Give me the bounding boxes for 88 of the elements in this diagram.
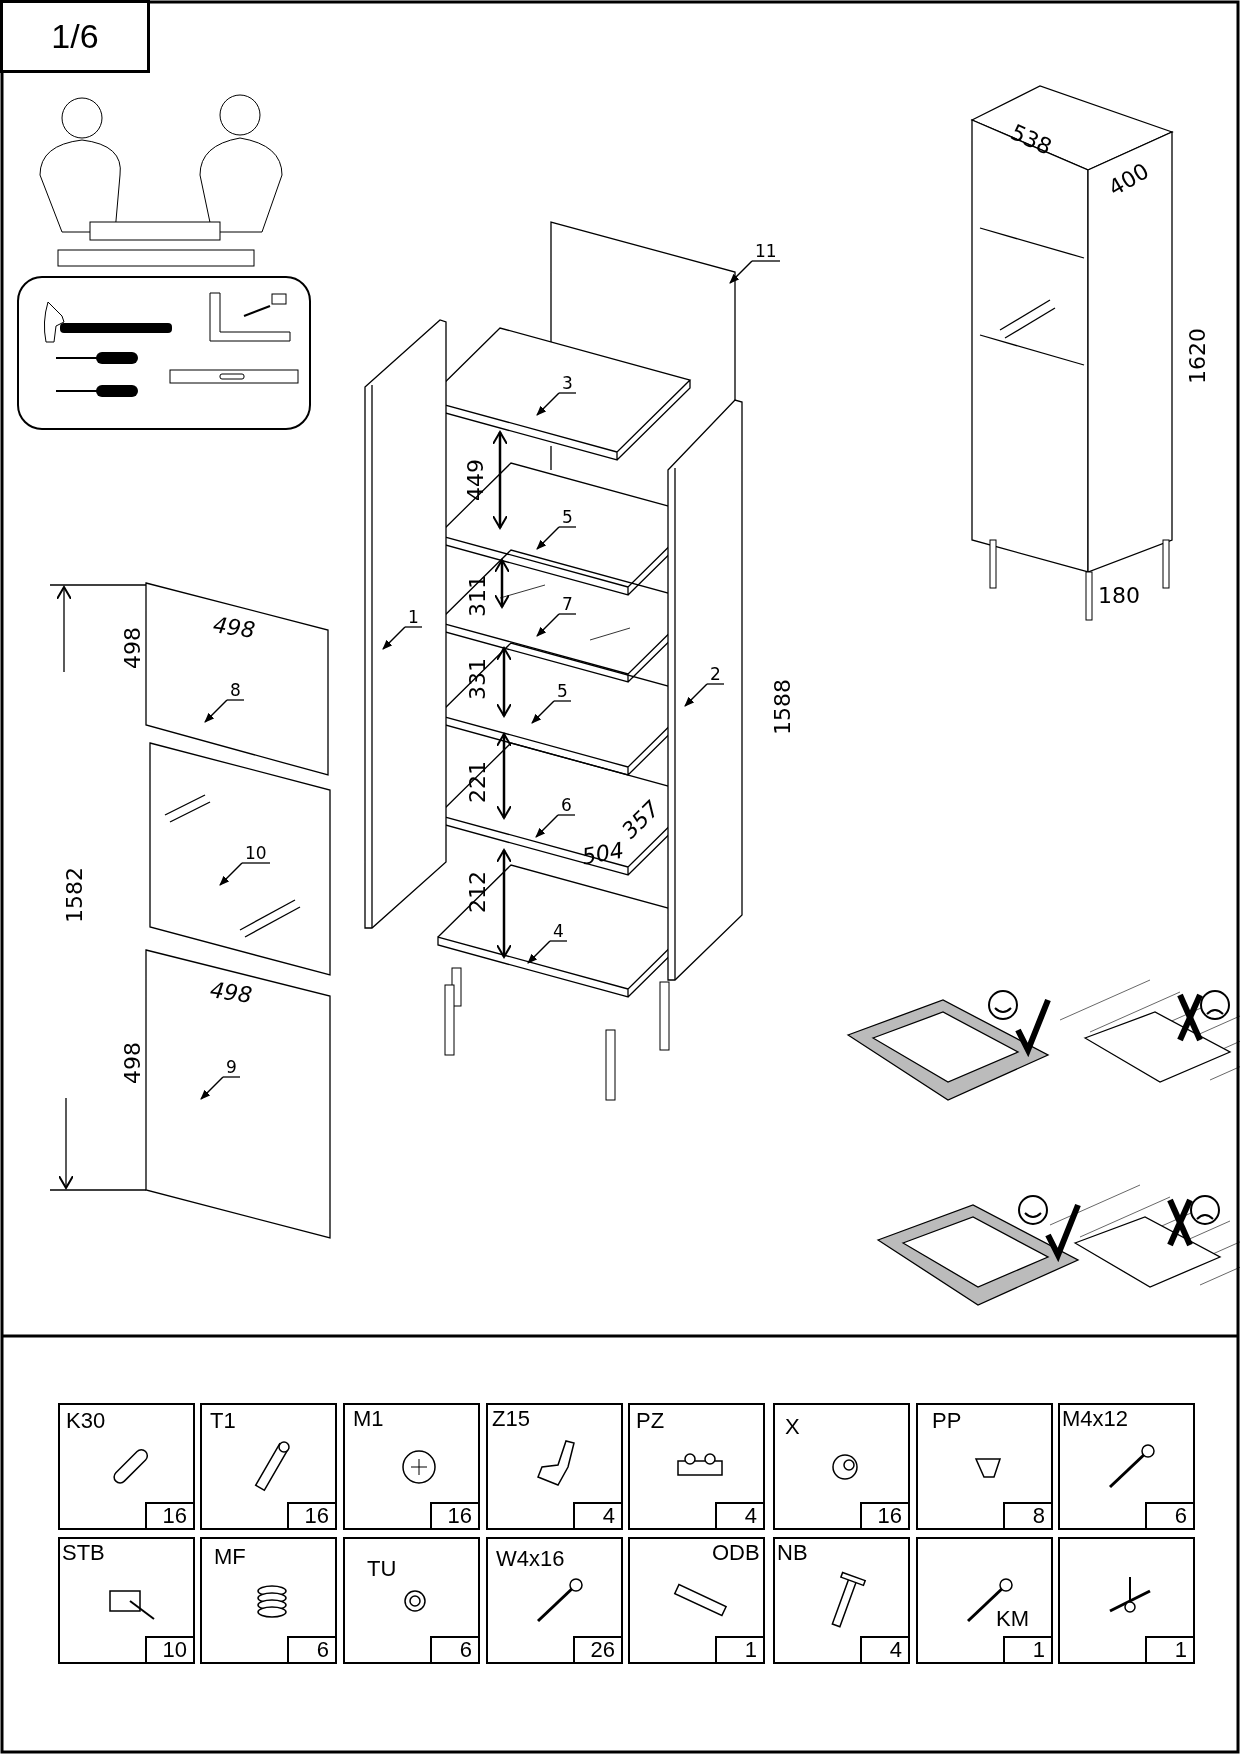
leader-line — [200, 1076, 224, 1100]
hardware-cell — [916, 1403, 1053, 1530]
leader-line — [531, 700, 555, 724]
hardware-cell — [773, 1403, 910, 1530]
hardware-cell — [200, 1537, 337, 1664]
part-quantity: 16 — [430, 1502, 478, 1528]
callout-number: 10 — [241, 843, 271, 864]
part-code: PP — [932, 1409, 962, 1433]
part-quantity: 10 — [145, 1636, 193, 1662]
part-quantity: 16 — [145, 1502, 193, 1528]
callout-number: 5 — [553, 681, 572, 702]
dimension-label: 449 — [464, 459, 488, 501]
callout-number: 5 — [558, 507, 577, 528]
part-code: MF — [214, 1545, 246, 1569]
leader-line — [535, 814, 559, 838]
leader-line — [684, 683, 708, 707]
leader-line — [219, 862, 243, 886]
callout-number: 11 — [751, 241, 781, 262]
dimension-label: 180 — [1098, 584, 1140, 608]
hardware-cell — [58, 1403, 195, 1530]
part-quantity: 16 — [287, 1502, 335, 1528]
part-quantity: 8 — [1003, 1502, 1051, 1528]
leader-line — [204, 699, 228, 723]
dimension-label: 400 — [1104, 159, 1154, 201]
part-code: M4x12 — [1062, 1407, 1129, 1431]
callout-number: 4 — [549, 921, 568, 942]
part-code: Z15 — [492, 1407, 530, 1431]
hardware-cell — [1058, 1537, 1195, 1664]
hardware-cell — [486, 1537, 623, 1664]
part-code: X — [785, 1415, 800, 1439]
callout-number: 2 — [706, 664, 725, 685]
leader-line — [536, 526, 560, 550]
part-quantity: 6 — [1145, 1502, 1193, 1528]
hardware-cell — [200, 1403, 337, 1530]
hardware-cell — [628, 1537, 765, 1664]
hardware-cell — [58, 1537, 195, 1664]
hardware-cell — [1058, 1403, 1195, 1530]
part-code: M1 — [353, 1407, 384, 1431]
part-quantity: 4 — [860, 1636, 908, 1662]
dimension-label: 498 — [208, 978, 254, 1008]
dimension-label: 221 — [466, 761, 490, 803]
leader-line — [382, 626, 406, 650]
part-quantity: 6 — [287, 1636, 335, 1662]
part-code: ODB — [712, 1541, 760, 1565]
leader-line — [536, 392, 560, 416]
callout-number: 3 — [558, 373, 577, 394]
callout-number: 7 — [558, 594, 577, 615]
leader-line — [729, 260, 753, 284]
part-quantity: 1 — [715, 1636, 763, 1662]
callout-number: 8 — [226, 680, 245, 701]
hardware-cell — [343, 1403, 480, 1530]
dimension-label: 538 — [1006, 120, 1056, 160]
part-code: W4x16 — [496, 1547, 565, 1571]
part-quantity: 6 — [430, 1636, 478, 1662]
callout-number: 1 — [404, 607, 423, 628]
dimension-label: 498 — [121, 1042, 145, 1084]
page-number: 1/6 — [0, 0, 150, 73]
hardware-cell — [773, 1537, 910, 1664]
part-code: PZ — [636, 1409, 665, 1433]
part-code: TU — [367, 1557, 397, 1581]
dimension-label: 331 — [466, 658, 490, 700]
dimension-label: 498 — [211, 613, 257, 643]
part-code: KM — [996, 1607, 1029, 1631]
hardware-cell — [486, 1403, 623, 1530]
part-code: K30 — [66, 1409, 106, 1433]
hardware-cell — [343, 1537, 480, 1664]
hardware-cell — [628, 1403, 765, 1530]
part-code: NB — [777, 1541, 808, 1565]
callout-number: 6 — [557, 795, 576, 816]
dimension-label: 498 — [121, 627, 145, 669]
dimension-label: 1588 — [771, 679, 795, 735]
part-quantity: 16 — [860, 1502, 908, 1528]
dimension-label: 1620 — [1186, 328, 1210, 384]
part-quantity: 1 — [1003, 1636, 1051, 1662]
hardware-cell — [916, 1537, 1053, 1664]
part-code: STB — [62, 1541, 105, 1565]
part-code: T1 — [210, 1409, 236, 1433]
dimension-label: 504 — [580, 838, 626, 870]
callout-number: 9 — [222, 1057, 241, 1078]
leader-line — [536, 613, 560, 637]
part-quantity: 4 — [573, 1502, 621, 1528]
dimension-label: 311 — [466, 575, 490, 617]
dimension-label: 1582 — [63, 867, 87, 923]
part-quantity: 4 — [715, 1502, 763, 1528]
part-quantity: 1 — [1145, 1636, 1193, 1662]
leader-line — [527, 940, 551, 964]
part-quantity: 26 — [573, 1636, 621, 1662]
dimension-label: 212 — [466, 871, 490, 913]
